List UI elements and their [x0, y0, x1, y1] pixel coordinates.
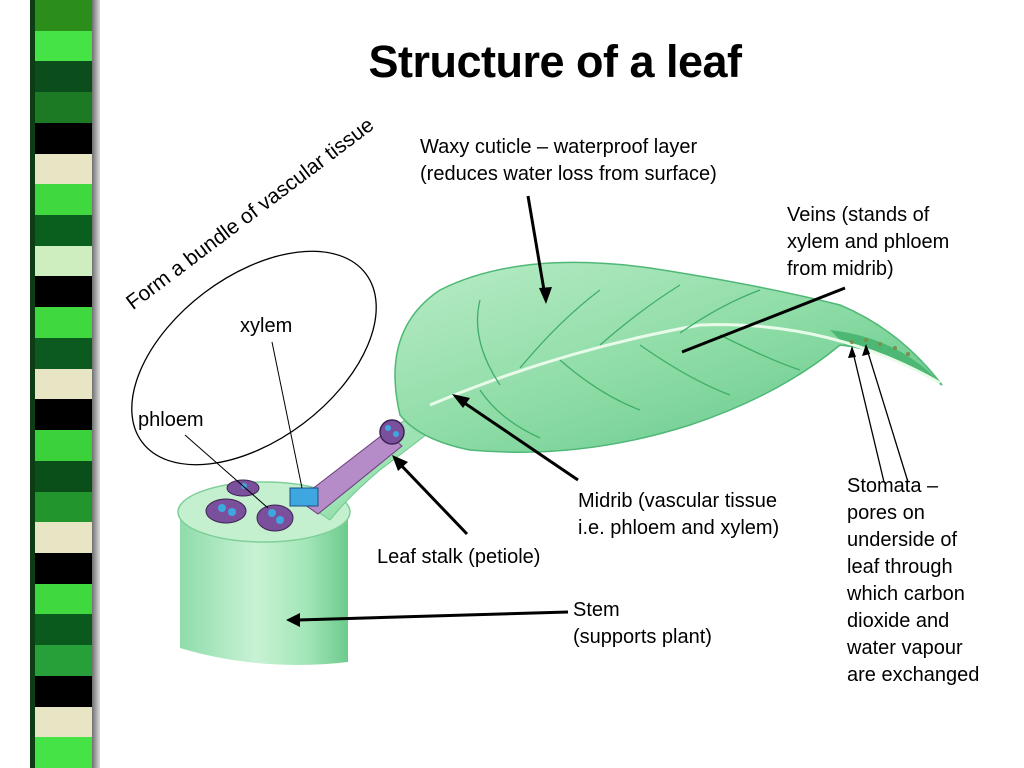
xylem-pointer: [271, 341, 303, 489]
sidebar-block: [34, 153, 92, 186]
leaf-stalk-label: Leaf stalk (petiole): [377, 546, 541, 568]
stomata-arrowhead-1: [848, 346, 856, 358]
bundle-ellipse: [131, 250, 377, 466]
stem-arrowhead: [286, 613, 300, 627]
leaf-blade-illustration: [394, 261, 943, 453]
slide-title: Structure of a leaf: [368, 36, 742, 87]
midrib-arrowhead: [452, 394, 470, 408]
veins-arrow: [681, 286, 846, 354]
sidebar-block: [34, 215, 92, 247]
midrib-arrow: [459, 398, 579, 482]
stomata-pointer-1: [851, 347, 885, 483]
decorative-sidebar: [0, 0, 130, 768]
stomata-arrowhead-2: [862, 344, 870, 356]
sidebar-block: [34, 706, 92, 739]
cuticle-label: Waxy cuticle – waterproof layer (reduces…: [420, 136, 717, 185]
sidebar-block: [34, 0, 92, 32]
leaf-stalk-arrow: [396, 460, 469, 536]
stomata-pointer-2: [865, 345, 909, 483]
leaf-stalk-arrowhead: [392, 455, 408, 471]
sidebar-block: [34, 522, 92, 554]
sidebar-block: [34, 92, 92, 124]
sidebar-block: [34, 552, 92, 585]
sidebar-block: [34, 583, 92, 616]
sidebar-block: [34, 245, 92, 278]
phloem-label: phloem: [138, 409, 204, 431]
sidebar-block: [34, 460, 92, 493]
stem-vascular-bundles: [205, 479, 294, 532]
stomata-label: Stomata – pores on underside of leaf thr…: [847, 475, 980, 686]
phloem-pointer: [184, 434, 269, 509]
sidebar-block: [34, 491, 92, 524]
sidebar-block: [34, 368, 92, 401]
veins-label: Veins (stands of xylem and phloem from m…: [787, 204, 950, 280]
midrib-label: Midrib (vascular tissue i.e. phloem and …: [578, 490, 780, 539]
sidebar-block: [34, 675, 92, 708]
sidebar-block: [34, 30, 92, 63]
sidebar-block: [34, 430, 92, 462]
sidebar-block: [34, 737, 92, 768]
sidebar-block: [34, 614, 92, 647]
stem-arrow: [297, 610, 569, 622]
stem-label: Stem (supports plant): [573, 599, 712, 648]
sidebar-edge-left: [30, 0, 35, 768]
sidebar-block: [34, 184, 92, 217]
sidebar-block: [34, 645, 92, 677]
sidebar-block: [34, 307, 92, 339]
cuticle-arrow: [526, 195, 547, 297]
sidebar-block: [34, 337, 92, 370]
vascular-bundle-tube: [289, 419, 405, 515]
sidebar-block: [34, 399, 92, 432]
sidebar-block: [34, 122, 92, 155]
xylem-label: xylem: [240, 315, 293, 337]
cuticle-arrowhead: [539, 287, 552, 304]
sidebar-block: [34, 61, 92, 94]
sidebar-edge-right: [92, 0, 100, 768]
sidebar-block: [34, 276, 92, 309]
